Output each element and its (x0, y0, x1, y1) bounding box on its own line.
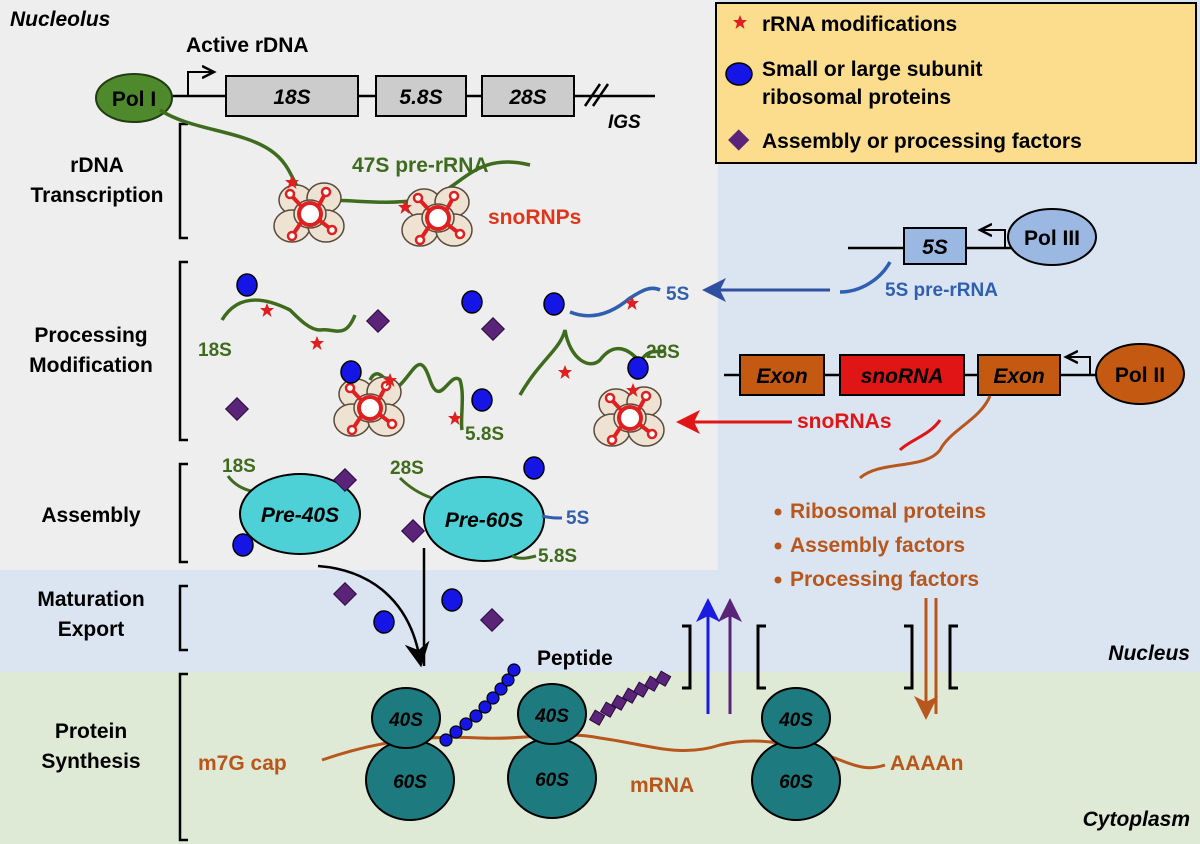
nucleolus-label: Nucleolus (10, 8, 110, 31)
stage-assembly: Assembly (41, 504, 141, 527)
igs-label: IGS (608, 112, 641, 133)
ribosome-1: 40S 60S (365, 687, 455, 821)
mrna-label: mRNA (630, 774, 694, 797)
stage-synthesis-line1: Protein (55, 720, 127, 743)
snorna-box (839, 354, 965, 396)
product-1: Ribosomal proteins (790, 500, 986, 523)
assembly-subunits: 18S Pre-40S 28S Pre-60S 5S 5.8S (222, 456, 589, 567)
nucleus-label: Nucleus (1108, 642, 1190, 665)
legend-proteins-line1: Small or large subunit (762, 58, 983, 81)
legend: rRNA modifications Small or large subuni… (715, 2, 1197, 164)
export-arrow-40s (317, 564, 430, 668)
pol2-products: Ribosomal proteins Assembly factors Proc… (774, 500, 986, 591)
pol3-label: Pol III (1024, 227, 1080, 250)
assembly-18s-label: 18S (222, 456, 256, 477)
ribosome-40s (371, 687, 441, 749)
pol3-tss-arrow-icon (982, 230, 1006, 248)
ribosome-40s (517, 683, 587, 745)
assembly-28s-label: 28S (390, 458, 424, 479)
peptide-label: Peptide (537, 647, 613, 670)
pre-rrna-47s-label: 47S pre-rRNA (352, 154, 489, 177)
rrna-18s-label: 18S (198, 340, 232, 361)
snornp-complex-2 (400, 185, 474, 248)
polya-label: AAAAn (890, 752, 964, 775)
legend-factors: Assembly or processing factors (762, 130, 1082, 153)
stage-maturation-line2: Export (58, 618, 125, 641)
rdna-gene: Active rDNA 18S 5.8S 28S IGS Pol I (95, 34, 655, 133)
pre-40s-label: Pre-40S (261, 504, 339, 527)
stage-brackets (178, 122, 188, 842)
legend-modifications: rRNA modifications (762, 13, 957, 36)
ribosome-60s-label: 60S (535, 770, 569, 791)
rrna-58s-label: 5.8S (465, 424, 504, 445)
product-2: Assembly factors (790, 534, 965, 557)
pre-60s-label: Pre-60S (445, 509, 523, 532)
stage-transcription-line2: Transcription (30, 184, 163, 207)
legend-box (715, 2, 1197, 164)
ribosome-2: 40S 60S (507, 683, 597, 819)
gene-5s-box (903, 227, 967, 265)
snorna-label: snoRNA (861, 365, 944, 388)
nuclear-pores (682, 624, 958, 690)
gene-18s-label: 18S (273, 86, 310, 109)
pol1-label: Pol I (112, 88, 156, 111)
rrna-28s-label: 28S (646, 342, 680, 363)
gene-28s-label: 28S (508, 86, 546, 109)
assembly-58s-label: 5.8S (538, 546, 577, 567)
stage-synthesis-line2: Synthesis (41, 750, 140, 773)
assembly-5s-label: 5S (566, 508, 589, 529)
stage-transcription-line1: rDNA (70, 154, 124, 177)
ribosome-3: 40S 60S (751, 687, 841, 821)
peptide-chain-2 (588, 670, 672, 726)
pol3-enzyme (1007, 208, 1097, 266)
ribosome-60s-label: 60S (779, 772, 813, 793)
cap-label: m7G cap (198, 752, 287, 775)
snornas-label: snoRNAs (797, 410, 892, 433)
gene-18s-box (225, 75, 359, 117)
ribosome-40s (761, 687, 831, 749)
snornps-label: snoRNPs (488, 206, 581, 229)
gene-28s-box (481, 75, 575, 117)
ribosome-60s-label: 60S (393, 772, 427, 793)
ribosome-40s-label: 40S (534, 706, 569, 727)
pol2-label: Pol II (1115, 364, 1165, 387)
gene-5s-label: 5S (922, 236, 948, 259)
gene-58s-box (375, 75, 467, 117)
tss-arrow-icon (187, 72, 212, 96)
exon-1-label: Exon (756, 365, 807, 388)
cytoplasm-label: Cytoplasm (1083, 808, 1190, 831)
peptide-chain-1 (439, 663, 521, 747)
stage-processing-line1: Processing (34, 324, 147, 347)
gene-58s-label: 5.8S (399, 86, 442, 109)
exon-1-box (739, 354, 825, 396)
pol2-enzyme (1095, 343, 1185, 405)
pol2-gene: Exon snoRNA Exon Pol II snoRNAs (724, 343, 1185, 480)
product-3: Processing factors (790, 568, 979, 591)
pol2-tss-arrow-icon (1068, 357, 1091, 375)
active-rdna-title: Active rDNA (186, 34, 309, 57)
pol3-gene: 5S Pol III 5S pre-rRNA (839, 208, 1097, 301)
cytoplasm-background (0, 672, 1200, 844)
ribosome-40s-label: 40S (388, 710, 423, 731)
pre-60s-particle (423, 476, 545, 562)
exon-2-box (977, 354, 1061, 396)
pre-rrna-5s-label: 5S pre-rRNA (885, 280, 998, 301)
snornp-complex-1 (272, 181, 346, 244)
processing-rrnas: 18S 5S 28S 5.8S (198, 284, 689, 445)
ribosome-40s-label: 40S (778, 710, 813, 731)
legend-proteins-line2: ribosomal proteins (762, 86, 951, 109)
exon-2-label: Exon (993, 365, 1044, 388)
pol1-enzyme (95, 73, 173, 123)
rrna-5s-label: 5S (666, 284, 689, 305)
stage-processing-line2: Modification (29, 354, 153, 377)
protein-icon (725, 62, 753, 86)
pre-40s-particle (239, 473, 361, 555)
stage-maturation-line1: Maturation (37, 588, 144, 611)
